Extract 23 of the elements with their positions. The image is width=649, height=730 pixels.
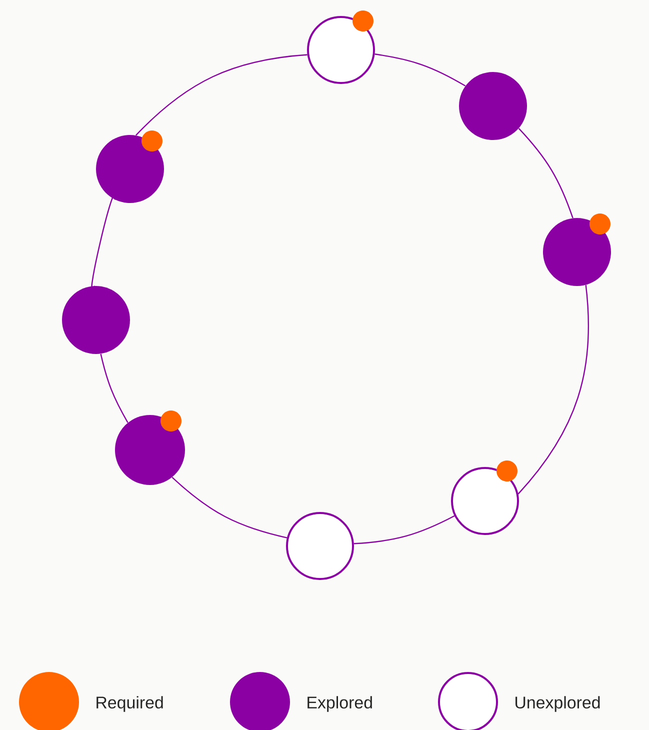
filled-circle-node [459,72,527,140]
legend-label: Unexplored [516,696,600,712]
ring-arc [518,284,590,494]
required-dot [352,10,374,32]
ring-arc [374,54,466,86]
required-dot [590,214,610,234]
legend-label: Explored [308,696,372,712]
open-circle-node [307,16,375,84]
required-dot [496,460,518,482]
filled-circle-node [62,286,130,354]
ring-arc [518,128,574,218]
ring-arc [136,54,308,136]
ring-arc [354,515,455,544]
filled-circle-node [96,135,164,203]
open-circle-node [451,467,519,535]
ring-arc [100,354,128,423]
filled-circle-node [543,218,611,286]
open-circle-node [286,512,354,580]
legend-label: Required [96,696,163,712]
required-dot [160,410,182,432]
filled-circle-node [115,415,185,485]
required-dot [142,130,162,152]
ring-arc [172,476,288,538]
